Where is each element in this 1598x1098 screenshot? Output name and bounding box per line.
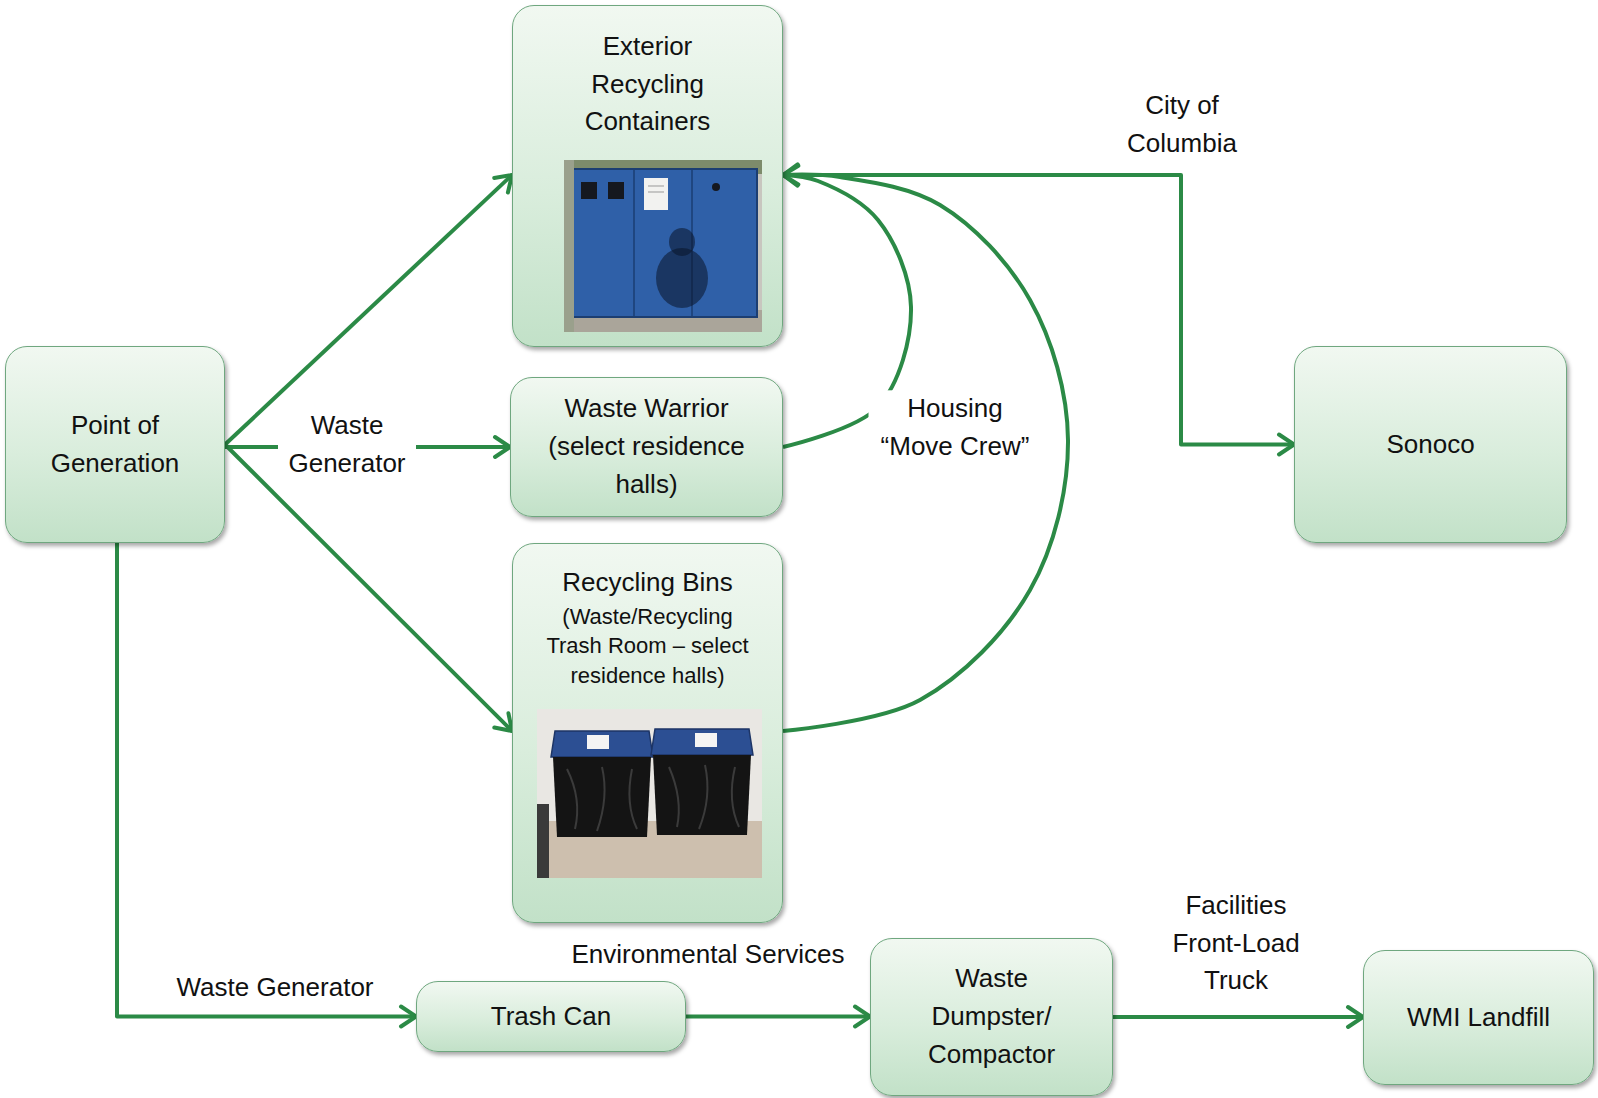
- process-box: Trash Can: [416, 981, 686, 1052]
- flow-arrow: [225, 445, 512, 732]
- box-title: Trash Can: [491, 998, 611, 1036]
- process-box: Recycling Bins(Waste/Recycling Trash Roo…: [512, 543, 783, 923]
- flow-arrow: [225, 175, 512, 445]
- process-box: WMI Landfill: [1363, 950, 1594, 1085]
- recycling-container-photo: [564, 160, 762, 332]
- box-title: Waste Warrior (select residence halls): [544, 390, 749, 503]
- recycling-bins-photo: [537, 709, 762, 878]
- flow-label: Waste Generator: [172, 969, 377, 1007]
- box-title: Waste Dumpster/ Compactor: [917, 960, 1067, 1073]
- flow-label: Environmental Services: [567, 936, 848, 974]
- box-title: Exterior Recycling Containers: [558, 28, 738, 141]
- box-title: Point of Generation: [25, 407, 205, 482]
- process-box: Waste Warrior (select residence halls): [510, 377, 783, 517]
- box-title: Sonoco: [1386, 426, 1474, 464]
- box-title: Recycling Bins: [562, 564, 733, 602]
- flow-label: Facilities Front-Load Truck: [1157, 887, 1315, 1000]
- process-box: Point of Generation: [5, 346, 225, 543]
- flow-arrow: [117, 543, 416, 1017]
- flow-label: Housing “Move Crew”: [869, 390, 1042, 465]
- flow-arrow: [686, 1015, 870, 1019]
- flow-label: City of Columbia: [1108, 87, 1256, 162]
- flow-arrow: [1113, 1015, 1363, 1019]
- flow-arrow: [783, 175, 1068, 731]
- process-box: Waste Dumpster/ Compactor: [870, 938, 1113, 1096]
- process-box: Exterior Recycling Containers: [512, 5, 783, 347]
- box-note: (Waste/Recycling Trash Room – select res…: [540, 602, 755, 691]
- process-box: Sonoco: [1294, 346, 1567, 543]
- flow-label: Waste Generator: [278, 407, 416, 482]
- box-title: WMI Landfill: [1407, 999, 1550, 1037]
